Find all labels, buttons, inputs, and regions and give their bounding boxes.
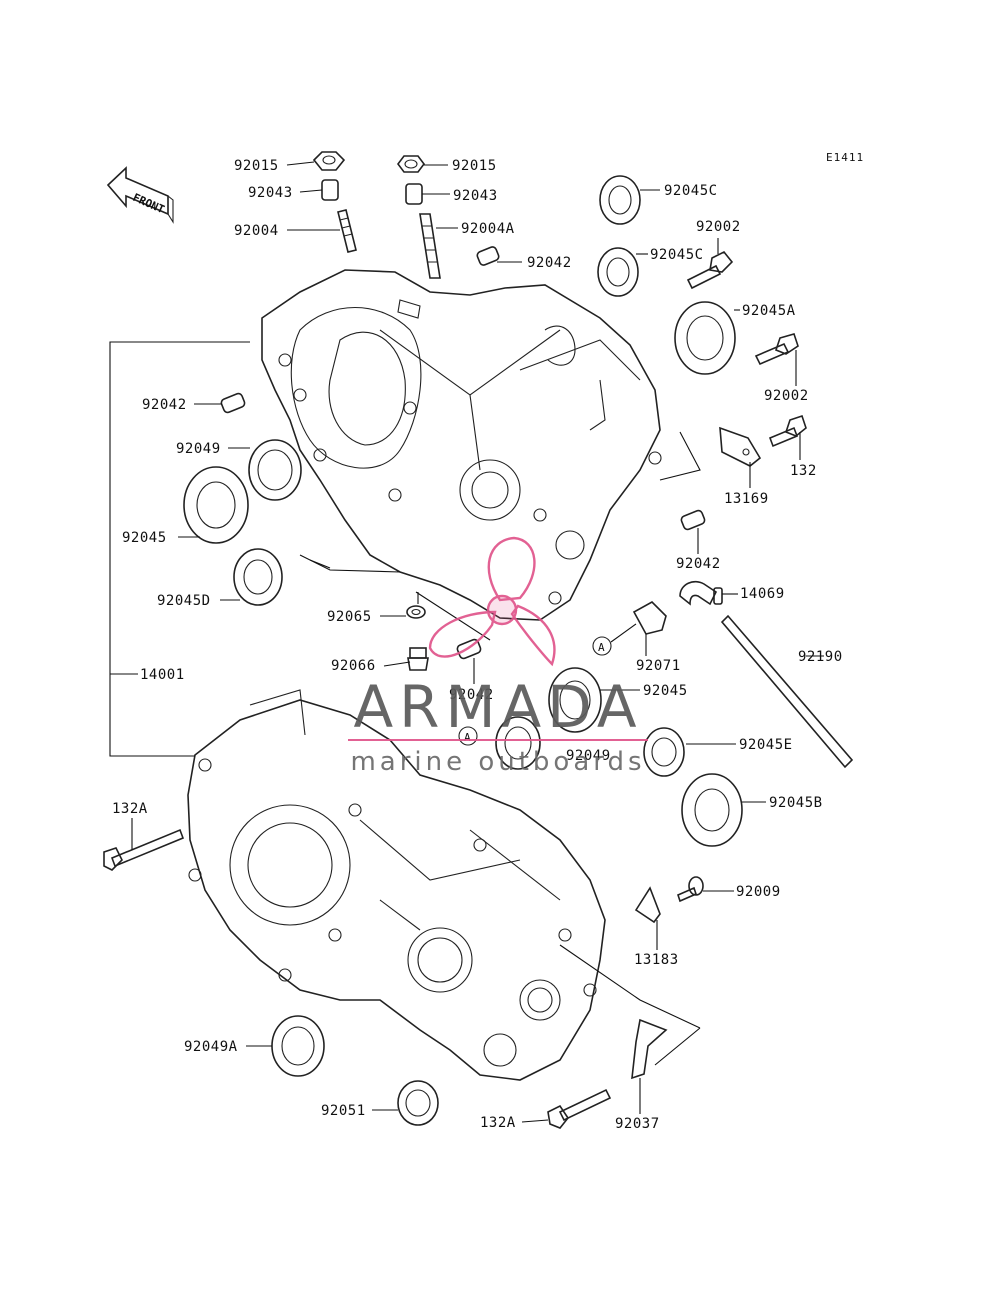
dowel-pin-92042-top-icon bbox=[476, 246, 500, 266]
propeller-logo-icon bbox=[428, 536, 556, 667]
callout-92042-left: 92042 bbox=[142, 397, 187, 413]
callout-14069: 14069 bbox=[740, 586, 785, 602]
callout-92065: 92065 bbox=[327, 609, 372, 625]
callout-92051: 92051 bbox=[321, 1103, 366, 1119]
callout-92002: 92002 bbox=[764, 388, 809, 404]
damper-92071-icon bbox=[632, 601, 667, 635]
guide-92037-icon bbox=[631, 1018, 668, 1080]
callout-132: 132 bbox=[790, 463, 817, 479]
bearing-92045C-top-icon bbox=[599, 175, 641, 225]
callout-92049-lower: 92049 bbox=[566, 748, 611, 764]
collar-92043-right-icon bbox=[405, 183, 423, 205]
bearing-92045C-icon bbox=[597, 247, 639, 297]
callout-92045D: 92045D bbox=[157, 593, 211, 609]
callout-92045C-top: 92045C bbox=[664, 183, 718, 199]
callout-132A-left: 132A bbox=[112, 801, 148, 817]
callout-92037: 92037 bbox=[615, 1116, 660, 1132]
bolt-132-icon bbox=[768, 414, 807, 448]
bearing-92045-left-icon bbox=[183, 466, 249, 544]
callout-92045B: 92045B bbox=[769, 795, 823, 811]
callout-92045C: 92045C bbox=[650, 247, 704, 263]
callout-92004: 92004 bbox=[234, 223, 279, 239]
bracket-13183-icon bbox=[634, 886, 661, 924]
callout-92043-right: 92043 bbox=[453, 188, 498, 204]
plug-92066-icon bbox=[407, 647, 429, 671]
bolt-92002-top-icon bbox=[686, 250, 734, 290]
callout-92042-top: 92042 bbox=[527, 255, 572, 271]
stud-92004A-icon bbox=[419, 213, 441, 279]
ref-marker-A-2-label: A bbox=[464, 731, 472, 744]
ref-marker-A-1: A bbox=[592, 623, 637, 656]
callout-92045-lower: 92045 bbox=[643, 683, 688, 699]
dowel-pin-92042-right-icon bbox=[680, 509, 706, 531]
lower-crankcase-half bbox=[187, 689, 606, 1081]
callout-92015-right: 92015 bbox=[452, 158, 497, 174]
stud-92004-icon bbox=[337, 209, 357, 253]
callout-labels: 92015 92015 92043 92043 92004 92004A 920… bbox=[112, 158, 843, 1132]
callout-13183: 13183 bbox=[634, 952, 679, 968]
collar-92043-left-icon bbox=[321, 179, 339, 201]
callout-92049A: 92049A bbox=[184, 1039, 238, 1055]
callout-92004A: 92004A bbox=[461, 221, 515, 237]
breather-hose-92190-icon bbox=[720, 614, 854, 769]
ref-marker-A-2: A bbox=[458, 726, 478, 746]
front-arrow-icon: FRONT bbox=[106, 166, 174, 224]
bearing-92045B-icon bbox=[681, 773, 743, 847]
callout-92066: 92066 bbox=[331, 658, 376, 674]
leader-lines bbox=[109, 161, 824, 1123]
seal-92051-icon bbox=[397, 1080, 439, 1126]
callout-92190: 92190 bbox=[798, 649, 843, 665]
seal-92049A-icon bbox=[271, 1015, 325, 1077]
callout-132A-bottom: 132A bbox=[480, 1115, 516, 1131]
callout-92042-center: 92042 bbox=[449, 687, 494, 703]
seal-92049-lower-icon bbox=[495, 716, 541, 770]
bearing-92045D-icon bbox=[233, 548, 283, 606]
seal-92049-upper-icon bbox=[248, 439, 302, 501]
armada-watermark: ARMADA marine outboards bbox=[348, 536, 648, 777]
callout-92009: 92009 bbox=[736, 884, 781, 900]
callout-92045-left: 92045 bbox=[122, 530, 167, 546]
nut-92015-right-icon bbox=[397, 155, 425, 173]
watermark-name: ARMADA bbox=[353, 673, 642, 741]
ref-marker-A-1-label: A bbox=[598, 641, 606, 654]
callout-92042-right: 92042 bbox=[676, 556, 721, 572]
front-label: FRONT bbox=[131, 191, 167, 216]
callout-92049-upper: 92049 bbox=[176, 441, 221, 457]
bearing-92045-lower-icon bbox=[548, 667, 602, 733]
plate-13169-icon bbox=[719, 426, 762, 467]
bolt-92002-icon bbox=[754, 333, 799, 366]
bolt-92009-icon bbox=[677, 876, 704, 903]
dowel-pin-92042-left-icon bbox=[220, 392, 246, 414]
callout-92045A: 92045A bbox=[742, 303, 796, 319]
callout-92043-left: 92043 bbox=[248, 185, 293, 201]
callout-92015-left: 92015 bbox=[234, 158, 279, 174]
callout-13169: 13169 bbox=[724, 491, 769, 507]
callout-92045E: 92045E bbox=[739, 737, 793, 753]
nut-92015-left-icon bbox=[312, 151, 346, 171]
bearing-92045E-icon bbox=[643, 727, 685, 777]
callout-92002-top: 92002 bbox=[696, 219, 741, 235]
bearing-92045A-icon bbox=[674, 301, 736, 375]
bolt-132A-left-icon bbox=[103, 828, 185, 871]
washer-92065-icon bbox=[406, 605, 426, 619]
elbow-fitting-14069-icon bbox=[679, 580, 723, 606]
callout-14001: 14001 bbox=[140, 667, 185, 683]
callout-92071: 92071 bbox=[636, 658, 681, 674]
bolt-132A-bottom-icon bbox=[547, 1088, 612, 1129]
upper-crankcase-half bbox=[261, 269, 662, 621]
diagram-code: E1411 bbox=[826, 151, 864, 164]
watermark-tagline: marine outboards bbox=[350, 747, 645, 777]
